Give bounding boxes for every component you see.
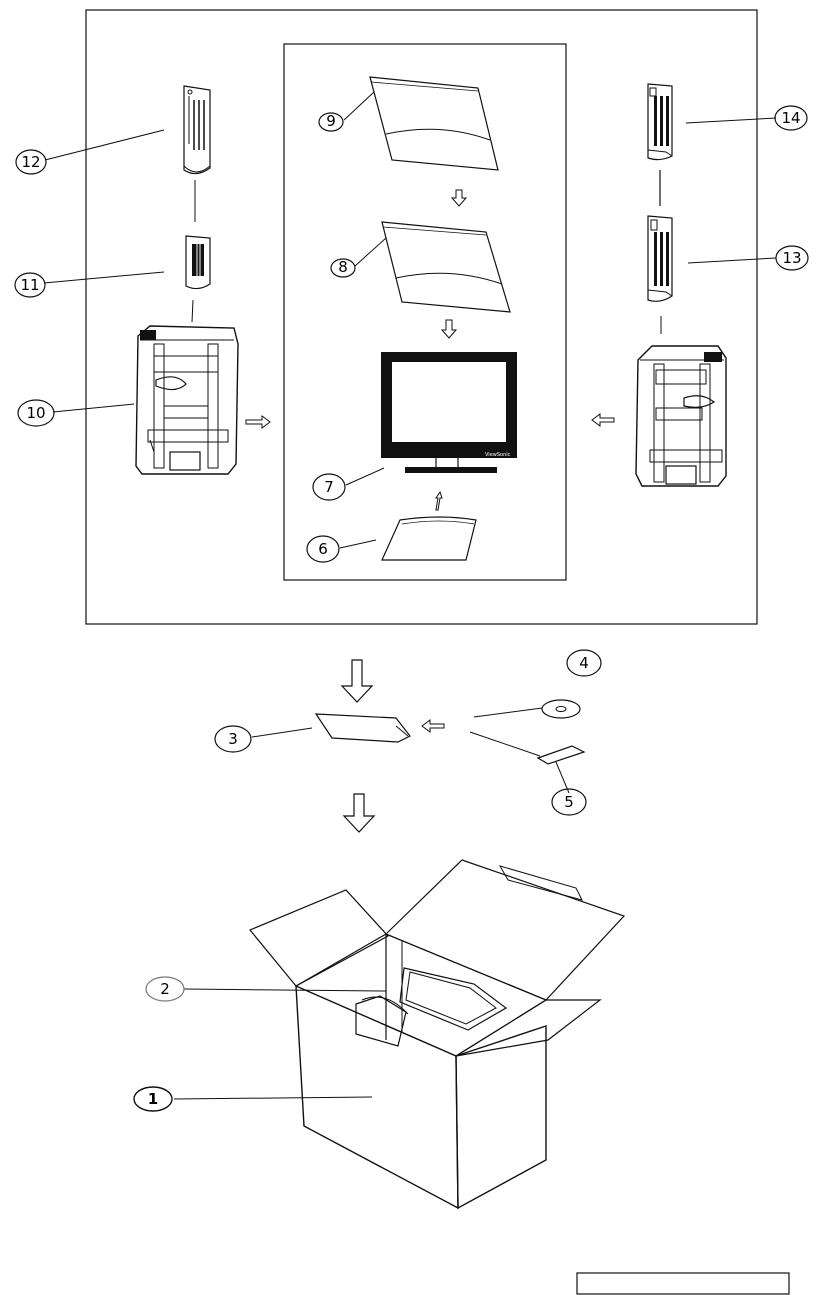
arrow-left-icon bbox=[592, 414, 614, 426]
callout-2: 2 bbox=[146, 977, 184, 1001]
part-6-film bbox=[382, 517, 476, 560]
arrow-down-icon bbox=[342, 660, 372, 702]
part-4-cd bbox=[542, 700, 580, 718]
part-3-bag bbox=[316, 714, 410, 742]
callout-label: 6 bbox=[318, 540, 328, 558]
part-7-monitor: ViewSonic bbox=[381, 352, 517, 473]
callout-label: 3 bbox=[228, 730, 238, 748]
arrow-down-icon bbox=[452, 190, 466, 206]
callout-6: 6 bbox=[307, 536, 339, 562]
callout-14: 14 bbox=[775, 106, 807, 130]
part-13-cushion bbox=[648, 216, 672, 301]
arrow-down-icon bbox=[442, 320, 456, 338]
part-11-cushion bbox=[186, 236, 210, 289]
callout-3: 3 bbox=[215, 726, 251, 752]
part-9-bag bbox=[370, 77, 498, 170]
callout-12: 12 bbox=[16, 150, 46, 174]
callout-13: 13 bbox=[776, 246, 808, 270]
callout-10: 10 bbox=[18, 400, 54, 426]
part-14-cushion bbox=[648, 84, 672, 160]
callout-9: 9 bbox=[319, 112, 343, 131]
callout-label: 10 bbox=[26, 404, 45, 422]
callout-label: 13 bbox=[782, 249, 801, 267]
part-10-foam bbox=[136, 326, 238, 474]
part-12-cushion bbox=[184, 86, 210, 174]
part-1-carton bbox=[250, 860, 624, 1208]
callout-4: 4 bbox=[567, 650, 601, 676]
part-8-bag bbox=[382, 222, 510, 312]
footer-blank-box bbox=[577, 1273, 789, 1294]
callout-label: 11 bbox=[20, 276, 39, 294]
callout-label: 7 bbox=[324, 478, 334, 496]
part-5-card bbox=[538, 746, 584, 764]
arrow-up-icon bbox=[436, 492, 442, 510]
callout-11: 11 bbox=[15, 273, 45, 297]
callout-label: 12 bbox=[21, 153, 40, 171]
arrow-right-icon bbox=[246, 416, 270, 428]
callout-7: 7 bbox=[313, 474, 345, 500]
callout-label: 1 bbox=[148, 1090, 158, 1108]
callout-label: 4 bbox=[579, 654, 589, 672]
part-foam-right bbox=[636, 346, 726, 486]
callout-1: 1 bbox=[134, 1087, 172, 1111]
callout-5: 5 bbox=[552, 789, 586, 815]
callout-label: 2 bbox=[160, 980, 170, 998]
callout-label: 8 bbox=[338, 258, 348, 276]
monitor-brand-text: ViewSonic bbox=[485, 452, 511, 458]
callout-8: 8 bbox=[331, 258, 355, 277]
callout-label: 5 bbox=[564, 793, 574, 811]
arrow-down-icon bbox=[344, 794, 374, 832]
arrow-left-icon bbox=[422, 720, 444, 732]
callout-label: 14 bbox=[781, 109, 800, 127]
callout-label: 9 bbox=[326, 112, 336, 130]
